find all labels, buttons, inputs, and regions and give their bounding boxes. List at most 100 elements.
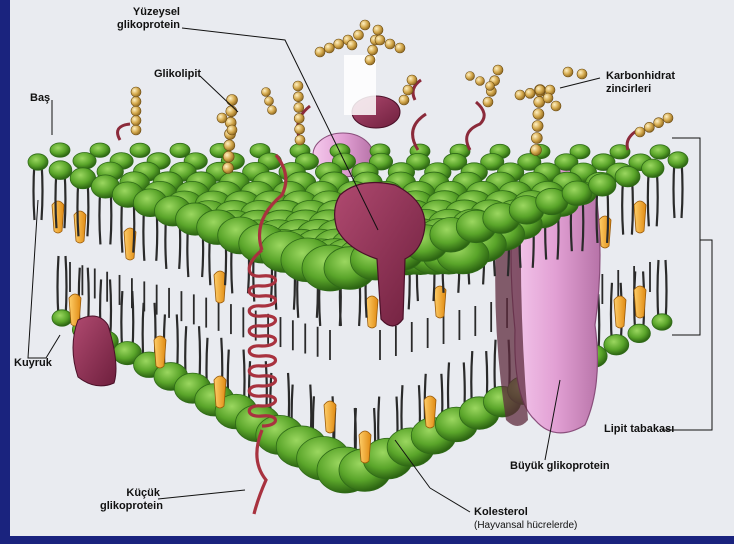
carbohydrate-bead [399,95,409,105]
carbohydrate-bead [563,67,573,77]
carbohydrate-bead [131,97,141,107]
carbohydrate-bead [373,25,383,35]
cholesterol [214,376,226,408]
carbohydrate-bead [294,113,304,123]
carbohydrate-bead [223,163,234,174]
label-lipit-tabakasi: Lipit tabakası [604,423,674,436]
lipid-head [642,159,664,177]
carbohydrate-bead [543,93,553,103]
carbohydrate-bead [294,103,304,113]
carbohydrate-bead [368,45,378,55]
lipid-tail [66,256,67,318]
carbohydrate-bead [226,106,237,117]
carbohydrate-bead [354,30,364,40]
upper-head [650,145,670,159]
lipid-head [28,154,48,170]
lipid-head [562,181,592,205]
lipid-head [668,152,688,168]
cholesterol [154,336,166,368]
carbohydrate-bead [295,135,305,145]
carbohydrate-bead [395,43,405,53]
frame-edge-bottom [0,536,734,544]
carbohydrate-bead [531,133,542,144]
label-yuzeysel-glikoprotein: Yüzeysel glikoprotein [110,6,180,32]
cholesterol [634,286,646,318]
lipid-tail [666,260,667,322]
carbohydrate-bead [131,106,141,116]
cholesterol [324,401,336,433]
carbohydrate-bead [407,75,417,85]
lipid-tail [658,260,659,322]
carbohydrate-bead [293,92,303,102]
carbohydrate-bead [532,121,543,132]
carbohydrate-bead [531,145,542,156]
carbohydrate-bead [315,47,325,57]
lipid-tail [682,160,683,218]
carbohydrate-bead [375,35,385,45]
carbohydrate-bead [217,113,227,123]
cholesterol [599,216,611,248]
upper-head [73,152,96,169]
carbohydrate-bead [551,101,561,111]
lipid-head [589,174,616,196]
carbohydrate-bead [476,77,485,86]
cholesterol [74,211,86,243]
upper-head [130,143,150,157]
carbohydrate-bead [466,72,475,81]
label-kuyruk: Kuyruk [14,357,52,370]
lipid-head [49,161,72,180]
carbohydrate-bead [131,125,141,135]
label-glikolipit: Glikolipit [154,68,201,81]
carbohydrate-bead [515,90,525,100]
lipid-tail [674,160,675,218]
label-karbonhidrat-zincirleri: Karbonhidrat zincirleri [606,70,675,96]
lipid-tail [42,162,43,220]
cholesterol [424,396,436,428]
carbohydrate-bead [360,20,370,30]
carbohydrate-bead [533,109,544,120]
label-kucuk-glikoprotein: Küçük glikoprotein [100,487,160,513]
cholesterol [359,431,371,463]
carbohydrate-bead [535,85,545,95]
lipid-head [604,335,629,355]
cholesterol [614,296,626,328]
carbohydrate-bead [483,97,493,107]
carbohydrate-bead [577,69,587,79]
carbohydrate-bead [223,151,234,162]
lipid-head [52,310,72,326]
carbohydrate-bead [635,127,645,137]
carbohydrate-bead [324,43,334,53]
carbohydrate-bead [295,124,305,134]
label-line: Yüzeysel [110,6,180,19]
lipid-tail [34,162,35,220]
lipid-tail [58,256,59,318]
carbohydrate-bead [525,88,535,98]
label-line: Karbonhidrat [606,70,675,83]
carbohydrate-bead [403,85,413,95]
carbohydrate-bead [334,39,344,49]
lipid-head [652,314,672,330]
lipid-head [628,324,650,342]
cholesterol [214,271,226,303]
carbohydrate-bead [347,40,357,50]
cholesterol [52,201,64,233]
carbohydrate-bead [663,113,673,123]
carbohydrate-bead [493,65,503,75]
carbohydrate-bead [654,118,664,128]
frame-edge-left [0,0,10,544]
label-line: glikoprotein [100,500,160,513]
label-kolesterol: Kolesterol [474,506,528,519]
carbohydrate-bead [486,82,495,91]
label-line: glikoprotein [110,19,180,32]
label-buyuk-glikoprotein: Büyük glikoprotein [510,460,610,473]
label-kolesterol-note: (Hayvansal hücrelerde) [474,519,577,532]
carbohydrate-bead [265,97,274,106]
label-bas: Baş [30,92,50,105]
carbohydrate-bead [293,81,303,91]
carbohydrate-bead [227,95,238,106]
label-line: zincirleri [606,83,675,96]
carbohydrate-bead [365,55,375,65]
carbohydrate-bead [131,116,141,126]
cholesterol [634,201,646,233]
